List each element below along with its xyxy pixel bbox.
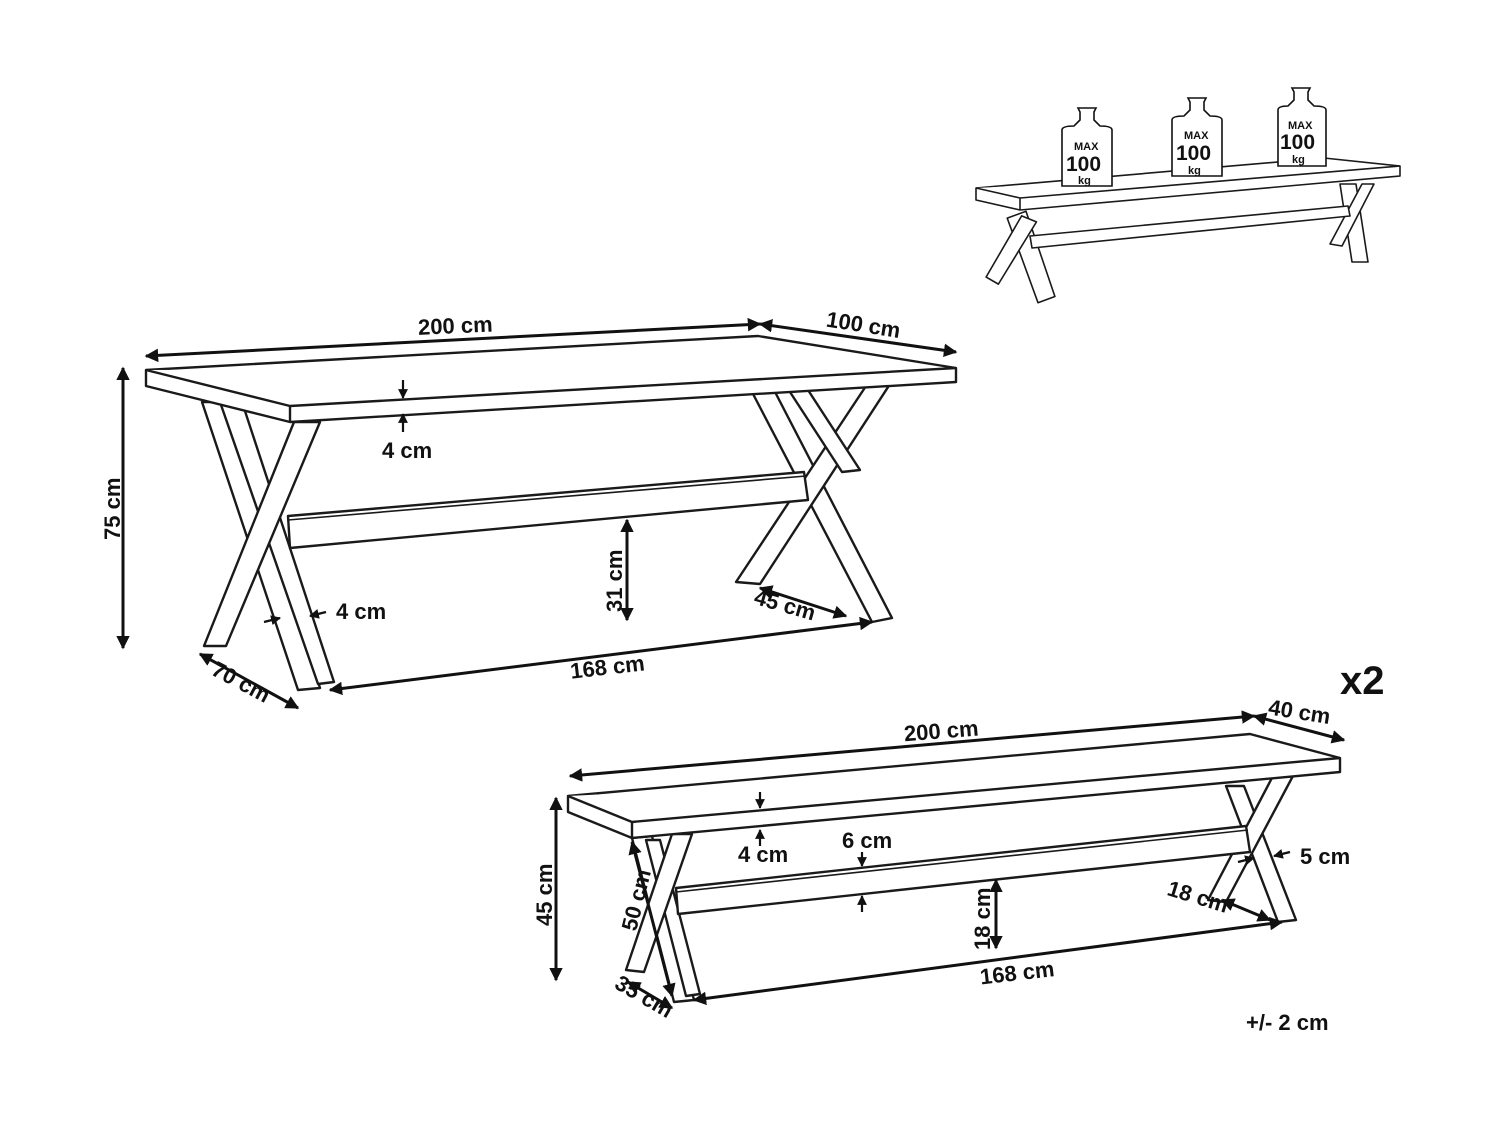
weight-3: MAX 100 kg bbox=[1277, 87, 1327, 167]
bench-leg-width-arrow-right bbox=[1273, 849, 1291, 859]
table-shelf-height-label: 31 cm bbox=[602, 550, 627, 612]
table-height-label: 75 cm bbox=[100, 478, 125, 540]
table-leg-depth-label: 70 cm bbox=[208, 656, 275, 707]
table-leg-span-arrow bbox=[328, 616, 874, 696]
bench-width-arrow bbox=[568, 710, 1256, 782]
load-inset: MAX 100 kg MAX 100 kg MAX 100 kg bbox=[975, 87, 1401, 304]
table-leg-foot-arrow bbox=[758, 585, 848, 619]
svg-text:100: 100 bbox=[1066, 153, 1101, 176]
bench-depth-arrow bbox=[1252, 712, 1346, 744]
table-leg-foot-label: 45 cm bbox=[752, 584, 819, 625]
table-leg-width-arrow-right bbox=[309, 609, 327, 619]
bench-leg-depth-arrow bbox=[626, 980, 674, 1010]
table-leg-span-label: 168 cm bbox=[569, 650, 646, 683]
table-width-arrow bbox=[144, 317, 762, 363]
bench-leg-width-label: 5 cm bbox=[1300, 844, 1350, 869]
bench-beam-label: 6 cm bbox=[842, 828, 892, 853]
table-top-thickness-label: 4 cm bbox=[382, 438, 432, 463]
bench-shelf-height-label: 18 cm bbox=[970, 888, 995, 950]
table-depth-arrow bbox=[758, 319, 958, 357]
bench-leg-height-arrow bbox=[628, 840, 676, 998]
bench-leg-width-arrow-left bbox=[1237, 855, 1255, 865]
bench-leg-span-arrow bbox=[692, 916, 1284, 1006]
bench-height-label: 45 cm bbox=[532, 864, 557, 926]
svg-text:100: 100 bbox=[1280, 131, 1315, 154]
table-leg-width-arrow-left bbox=[263, 615, 281, 625]
svg-text:kg: kg bbox=[1078, 175, 1091, 187]
bench-top-thickness-label: 4 cm bbox=[738, 842, 788, 867]
svg-text:kg: kg bbox=[1188, 165, 1201, 177]
table-leg-width-label: 4 cm bbox=[336, 599, 386, 624]
svg-text:MAX: MAX bbox=[1184, 130, 1209, 142]
tolerance-label: +/- 2 cm bbox=[1246, 1010, 1329, 1035]
weight-2: MAX 100 kg bbox=[1171, 97, 1223, 177]
svg-text:100: 100 bbox=[1176, 142, 1211, 165]
svg-text:MAX: MAX bbox=[1074, 141, 1099, 153]
bench-width-label: 200 cm bbox=[903, 715, 979, 746]
weight-1: MAX 100 kg bbox=[1061, 107, 1113, 187]
table-width-label: 200 cm bbox=[417, 312, 493, 340]
table-drawing bbox=[144, 334, 958, 692]
bench-drawing bbox=[566, 732, 1342, 1004]
svg-text:kg: kg bbox=[1292, 154, 1305, 166]
svg-text:MAX: MAX bbox=[1288, 120, 1313, 132]
bench-leg-foot-arrow bbox=[1220, 898, 1272, 922]
bench-depth-label: 40 cm bbox=[1267, 695, 1333, 729]
bench-quantity-label: x2 bbox=[1340, 659, 1385, 703]
table-leg-depth-arrow bbox=[198, 652, 300, 710]
